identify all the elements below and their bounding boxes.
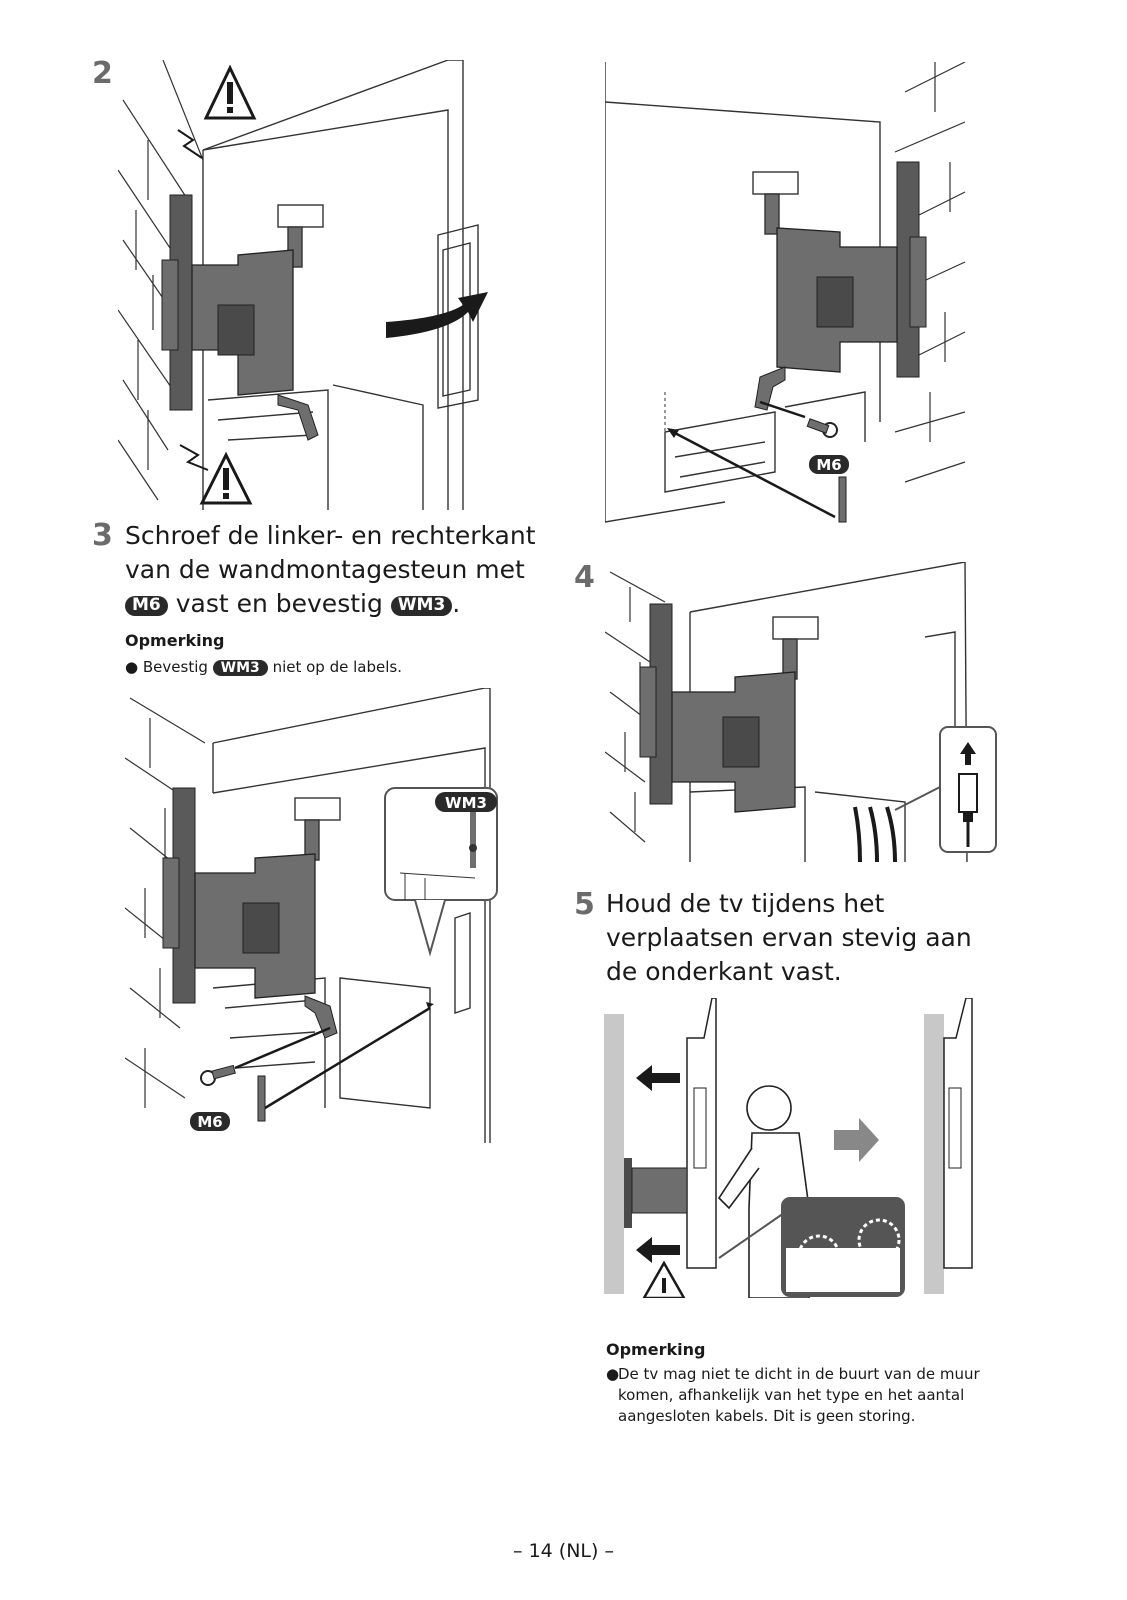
- bullet-icon: ●: [606, 1365, 620, 1383]
- step-3-right-illustration: M6: [605, 62, 966, 523]
- screw-icon: [200, 1064, 236, 1086]
- impact-icon: [179, 444, 209, 471]
- zoom-callout: WM3: [384, 787, 498, 957]
- m6-label-pill: [190, 1112, 230, 1131]
- rotate-arrow: [386, 292, 488, 338]
- step-3-number: 3: [92, 518, 113, 553]
- step-3-text-part1: Schroef de linker- en rechterkant van de…: [125, 521, 536, 584]
- warning-icon: [199, 451, 253, 505]
- step-4-number: 4: [574, 560, 595, 595]
- m6-label: M6: [197, 1113, 222, 1131]
- step-3-note: ● Bevestig WM3 niet op de labels.: [125, 657, 402, 678]
- m6-badge: M6: [125, 595, 168, 616]
- wm3-badge: WM3: [212, 660, 268, 677]
- m6-label-pill: [809, 455, 849, 474]
- arrow-left-icon: [636, 1237, 680, 1263]
- cable-connector-callout: [894, 726, 997, 853]
- step-3-illustration: WM3 M6: [125, 688, 498, 1143]
- warning-icon: [203, 64, 257, 120]
- arrow-right-icon: [834, 1118, 879, 1162]
- plug-icon: [958, 773, 978, 813]
- arrow-left-icon: [636, 1065, 680, 1091]
- spacer-icon: [838, 476, 847, 523]
- cables: [853, 806, 897, 863]
- page-number: – 14 (NL) –: [513, 1540, 614, 1562]
- step-2-number: 2: [92, 56, 113, 91]
- grip-zoom-callout: [718, 1197, 905, 1297]
- step-5-note-title: Opmerking: [606, 1340, 706, 1359]
- wm3-label: WM3: [445, 794, 487, 812]
- caution-hand-icon: [642, 1260, 686, 1298]
- wall: [924, 1014, 944, 1294]
- top-hook: [294, 797, 341, 861]
- step-3-note-prefix: Bevestig: [142, 658, 208, 676]
- wm3-label-pill: [435, 792, 497, 812]
- arrow-up-icon: [960, 742, 976, 765]
- step-2-illustration: [118, 60, 488, 510]
- impact-icon: [177, 129, 203, 159]
- m6-label: M6: [816, 456, 841, 474]
- wall: [604, 1014, 624, 1294]
- step-5-note: ● De tv mag niet te dicht in de buurt va…: [606, 1364, 1001, 1427]
- step-5-illustration: [604, 998, 973, 1298]
- top-hook: [752, 171, 799, 235]
- step-4-illustration: [605, 562, 997, 863]
- step-3-instruction: Schroef de linker- en rechterkant van de…: [125, 519, 545, 621]
- bullet-icon: ●: [125, 658, 139, 676]
- brick-wall: [118, 60, 204, 501]
- tv-back-panel: [212, 688, 491, 1143]
- step-3-text-part2: vast en bevestig: [175, 589, 383, 618]
- bracket-arm: [631, 1167, 688, 1214]
- step-5-instruction: Houd de tv tijdens het verplaatsen ervan…: [606, 889, 972, 986]
- top-hook: [772, 616, 819, 680]
- step-3-note-title: Opmerking: [125, 631, 225, 650]
- brick-wall: [125, 697, 206, 1108]
- tv-back-panel: [202, 60, 479, 510]
- step-5-number: 5: [574, 887, 595, 922]
- wm3-badge: WM3: [390, 595, 453, 616]
- screw-icon: [806, 418, 838, 438]
- step-3-text-part3: .: [452, 589, 461, 618]
- spacer-icon: [257, 1075, 266, 1122]
- step-5-note-text: De tv mag niet te dicht in de buurt van …: [618, 1365, 980, 1425]
- step-3-note-suffix: niet op de labels.: [272, 658, 402, 676]
